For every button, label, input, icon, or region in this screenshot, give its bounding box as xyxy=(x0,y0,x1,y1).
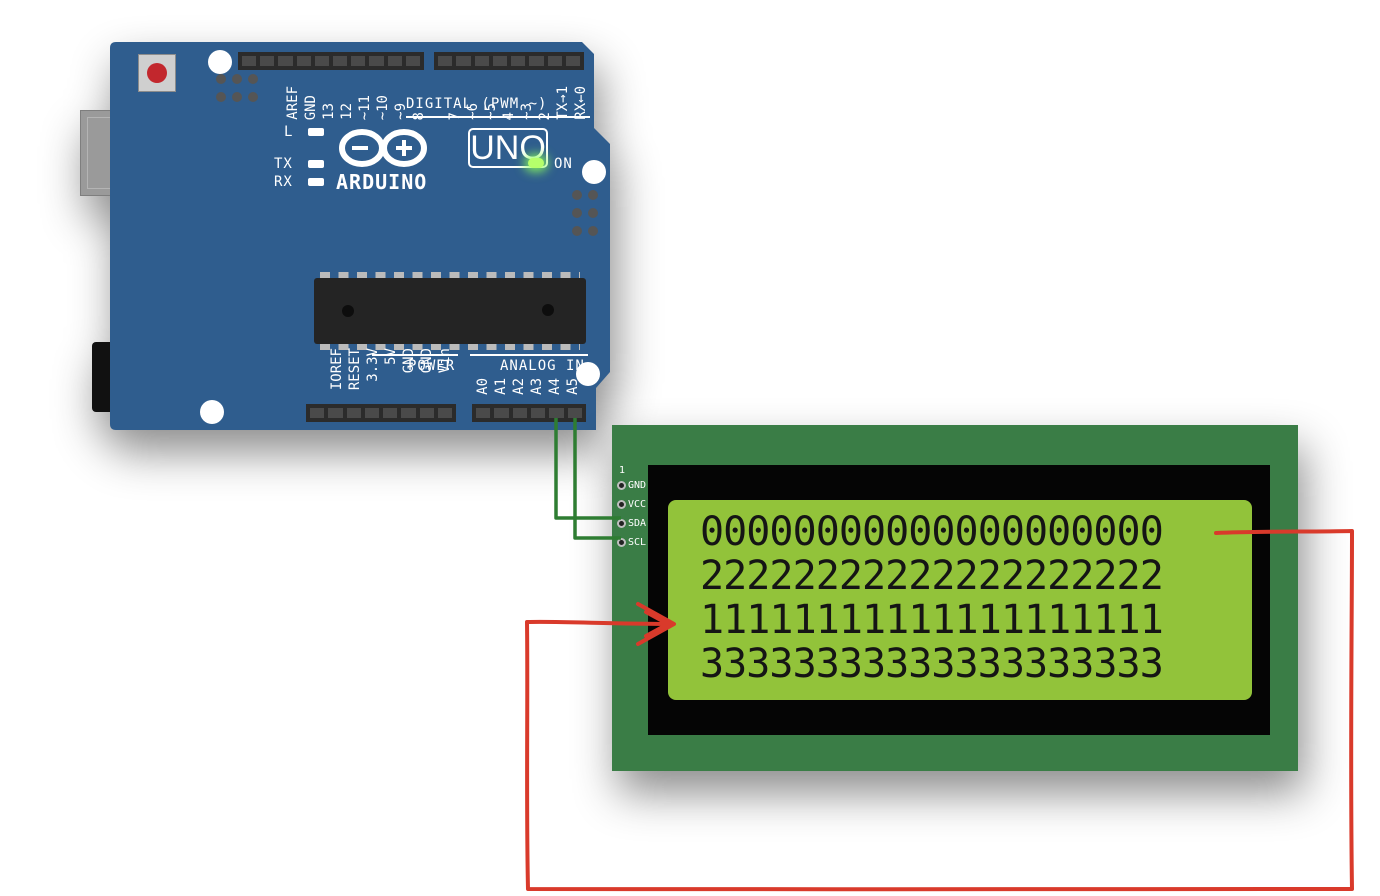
arrow-head xyxy=(636,602,676,646)
power-group-line xyxy=(372,354,458,356)
mount-hole xyxy=(200,400,224,424)
lcd-pin-label: GND xyxy=(628,480,647,491)
arrow-path xyxy=(525,529,1354,892)
mount-hole xyxy=(576,362,600,386)
lcd-pin-sda xyxy=(617,519,626,528)
mount-hole xyxy=(582,160,606,184)
microcontroller-chip xyxy=(314,272,586,350)
analog-group-label: ANALOG IN xyxy=(500,358,585,374)
lcd-row-4: 33333333333333333333 xyxy=(700,641,1164,687)
power-led-label: ON xyxy=(554,156,573,172)
reset-button[interactable] xyxy=(138,54,176,92)
lcd-pin-scl xyxy=(617,538,626,547)
led-label-l: L xyxy=(284,124,294,140)
lcd-pin-vcc xyxy=(617,500,626,509)
lcd-pin-label: SCL xyxy=(628,537,647,548)
wire-sda xyxy=(554,418,621,520)
power-header xyxy=(306,404,456,422)
power-led xyxy=(528,158,544,168)
lcd-pin-label: SDA xyxy=(628,518,647,529)
digital-group-line xyxy=(406,116,590,118)
mount-hole xyxy=(208,50,232,74)
led-tx xyxy=(308,160,324,168)
row-order-arrow xyxy=(525,529,1354,892)
brand-wordmark: ARDUINO xyxy=(336,170,428,194)
chip-dot xyxy=(542,304,554,316)
lcd-screen: 00000000000000000000 2222222222222222222… xyxy=(668,500,1252,700)
lcd-module-20x4: 1 GND VCC SDA SCL 00000000000000000000 2222… xyxy=(612,425,1298,771)
icsp-header-usb xyxy=(216,72,260,108)
led-label-rx: RX xyxy=(274,174,293,190)
digital-header-high xyxy=(238,52,424,70)
digital-header-low xyxy=(434,52,584,70)
analog-group-line xyxy=(470,354,588,356)
lcd-pin-marker: 1 xyxy=(619,465,626,476)
lcd-row-1: 00000000000000000000 xyxy=(700,509,1164,555)
wire-scl xyxy=(573,418,621,540)
reset-button-cap xyxy=(147,63,167,83)
icsp-header xyxy=(570,188,604,240)
power-group-label: POWER xyxy=(408,358,456,374)
lcd-pin-label: VCC xyxy=(628,499,647,510)
led-rx xyxy=(308,178,324,186)
analog-header xyxy=(472,404,586,422)
lcd-row-2: 22222222222222222222 xyxy=(700,553,1164,599)
led-label-tx: TX xyxy=(274,156,293,172)
chip-notch xyxy=(342,305,354,317)
i2c-wires xyxy=(554,418,621,540)
lcd-pin-gnd xyxy=(617,481,626,490)
led-l xyxy=(308,128,324,136)
digital-group-label: DIGITAL (PWM ~) xyxy=(406,96,548,112)
lcd-row-3: 11111111111111111111 xyxy=(700,597,1164,643)
arduino-infinity-logo xyxy=(339,129,427,167)
